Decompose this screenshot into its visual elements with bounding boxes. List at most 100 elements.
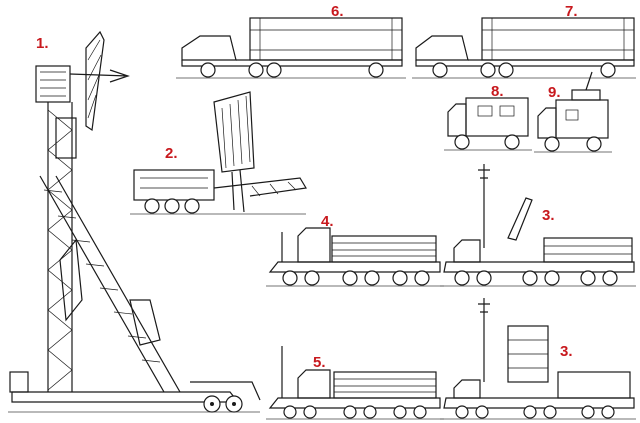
tall-antenna-mast bbox=[478, 298, 490, 382]
support-truss bbox=[39, 175, 181, 393]
wheel bbox=[393, 405, 407, 419]
radar-truck-wheel bbox=[184, 198, 200, 214]
radar-truck-3-bottom bbox=[440, 298, 636, 420]
label-9: 9. bbox=[548, 84, 561, 101]
trailer-box-lines bbox=[250, 18, 402, 60]
launcher-truck-5 bbox=[266, 346, 444, 420]
shelter-window bbox=[499, 105, 515, 117]
wheel bbox=[342, 270, 358, 286]
wheel bbox=[266, 62, 282, 78]
wheel bbox=[476, 270, 492, 286]
wheel bbox=[455, 405, 469, 419]
tractor-cab bbox=[181, 35, 237, 61]
support-truss-rungs bbox=[43, 189, 161, 363]
launcher-truck-4 bbox=[266, 227, 444, 287]
wheel bbox=[480, 62, 496, 78]
label-8: 8. bbox=[491, 83, 504, 100]
mast-joint bbox=[55, 117, 77, 159]
label-7: 7. bbox=[565, 3, 578, 20]
wheel bbox=[581, 405, 595, 419]
antenna-mast bbox=[585, 71, 593, 91]
mast-tower-vehicle bbox=[8, 30, 261, 413]
radar-truck-box bbox=[543, 237, 633, 263]
box-trailer-truck-7 bbox=[412, 17, 636, 79]
wheel bbox=[522, 270, 538, 286]
wheel bbox=[586, 136, 602, 152]
wheel bbox=[392, 270, 408, 286]
trailer-box-lines bbox=[482, 18, 634, 60]
shelter-box bbox=[555, 99, 609, 139]
label-6: 6. bbox=[331, 3, 344, 20]
radar-truck-wheel bbox=[164, 198, 180, 214]
tractor-cab bbox=[415, 35, 469, 61]
label-4: 4. bbox=[321, 213, 334, 230]
wheel bbox=[498, 62, 514, 78]
wheel bbox=[504, 134, 520, 150]
radar-panel-truck bbox=[130, 91, 307, 215]
radar-truck-boom bbox=[213, 177, 307, 197]
trailer-gooseneck bbox=[190, 381, 261, 401]
radar-truck-chassis bbox=[443, 261, 635, 273]
radar-truck-box bbox=[133, 169, 215, 201]
box-trailer-truck-6 bbox=[176, 17, 406, 79]
trailer-box bbox=[481, 17, 635, 61]
wheel bbox=[600, 62, 616, 78]
tall-antenna-mast bbox=[478, 164, 490, 248]
wheel bbox=[544, 136, 560, 152]
shelter-truck-cab bbox=[447, 103, 467, 137]
antenna-dish-ribs bbox=[87, 39, 102, 119]
shelter-truck-cab bbox=[537, 107, 557, 139]
wheel bbox=[454, 270, 470, 286]
launcher-canister-lines bbox=[334, 378, 436, 393]
wheel bbox=[303, 405, 317, 419]
wheel bbox=[543, 405, 557, 419]
wheel bbox=[248, 62, 264, 78]
trailer-box bbox=[249, 17, 403, 61]
antenna-cabin-lines bbox=[40, 71, 66, 97]
wheel bbox=[454, 134, 470, 150]
trailer-bed bbox=[11, 391, 240, 403]
wheel bbox=[343, 405, 357, 419]
tilted-radar-arm bbox=[507, 197, 533, 241]
radar-truck-chassis bbox=[443, 397, 635, 409]
launcher-canisters bbox=[331, 235, 437, 263]
radar-truck-3-top bbox=[440, 164, 636, 287]
launcher-chassis bbox=[268, 261, 441, 273]
radar-truck-cab bbox=[453, 379, 481, 399]
mast-segment bbox=[59, 238, 83, 322]
shelter-truck-9 bbox=[534, 71, 612, 153]
wheel bbox=[283, 405, 297, 419]
radar-truck-box-lines bbox=[140, 177, 208, 189]
wheel bbox=[413, 405, 427, 419]
antenna-dish bbox=[85, 30, 105, 132]
shelter-roof-unit bbox=[571, 89, 601, 101]
label-5: 5. bbox=[313, 354, 326, 371]
radar-panel bbox=[213, 91, 255, 173]
wheel bbox=[602, 270, 618, 286]
radar-boom-truss bbox=[251, 181, 297, 197]
wheel bbox=[432, 62, 448, 78]
radar-truck-box-lines bbox=[544, 245, 632, 255]
wheel bbox=[601, 405, 615, 419]
wheel bbox=[304, 270, 320, 286]
wheel bbox=[363, 405, 377, 419]
shelter-window bbox=[565, 109, 579, 121]
launcher-chassis bbox=[268, 397, 441, 409]
antenna-cabin bbox=[35, 65, 71, 103]
box-radar-lines bbox=[508, 339, 548, 369]
shelter-window bbox=[477, 105, 493, 117]
launcher-cab bbox=[297, 369, 331, 399]
tractor-chassis bbox=[181, 59, 403, 67]
launcher-canister-lines bbox=[332, 242, 436, 257]
shelter-truck-8 bbox=[444, 97, 532, 151]
shelter-box bbox=[465, 97, 529, 137]
radar-truck-box bbox=[557, 371, 631, 399]
wheel bbox=[523, 405, 537, 419]
truss-bracket bbox=[129, 299, 161, 346]
wheel bbox=[544, 270, 560, 286]
antenna-boom bbox=[69, 69, 130, 83]
trailer-outrigger bbox=[9, 371, 29, 393]
wheel bbox=[200, 62, 216, 78]
tractor-chassis bbox=[415, 59, 635, 67]
